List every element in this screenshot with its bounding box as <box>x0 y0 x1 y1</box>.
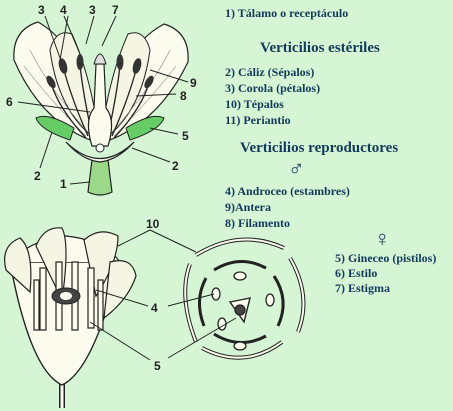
floral-diagram <box>183 237 306 360</box>
legend-gineceo: 5) Gineceo (pistilos) <box>335 251 437 265</box>
anthers <box>46 54 154 89</box>
legend-reproductores-title: Verticilios reproductores <box>240 140 399 156</box>
male-symbol-icon: ♂ <box>288 156 305 181</box>
legend-caliz: 2) Cáliz (Sépalos) <box>225 65 315 79</box>
label-4: 4 <box>60 3 67 17</box>
legend-antera: 9)Antera <box>225 200 271 214</box>
legend-androceo: 4) Androceo (estambres) <box>225 184 350 198</box>
label-3a: 3 <box>38 3 45 17</box>
legend-tepalos: 10) Tépalos <box>225 97 284 111</box>
label-3b: 3 <box>89 3 96 17</box>
legend-periantio: 11) Periantio <box>225 113 291 127</box>
flower-longitudinal-section: 3 4 3 7 9 6 8 5 2 2 1 <box>6 3 197 196</box>
label-5: 5 <box>182 129 189 143</box>
label-2a: 2 <box>34 169 41 183</box>
label-5-bottom: 5 <box>154 359 161 373</box>
label-2b: 2 <box>172 159 179 173</box>
legend-esteriles-title: Verticilios estériles <box>260 40 380 56</box>
sepal-right <box>125 115 165 141</box>
stigma <box>93 53 107 65</box>
label-6: 6 <box>6 95 13 109</box>
female-symbol-icon: ♀ <box>374 226 391 251</box>
receptacle <box>65 141 135 163</box>
ovule <box>95 143 105 153</box>
legend-estigma: 7) Estigma <box>335 281 390 295</box>
legend-talamo: 1) Tálamo o receptáculo <box>225 6 349 20</box>
flower-3d-section <box>4 227 137 408</box>
legend-estilo: 6) Estilo <box>335 266 378 280</box>
sepal-left <box>35 115 75 141</box>
label-10: 10 <box>146 217 160 231</box>
label-9: 9 <box>190 76 197 90</box>
label-7: 7 <box>112 3 119 17</box>
label-1: 1 <box>60 177 67 191</box>
legend-corola: 3) Corola (pétalos) <box>225 81 321 95</box>
tepal-1 <box>4 237 32 294</box>
stem <box>87 159 113 196</box>
tepal-4 <box>103 260 137 320</box>
label-4-bottom: 4 <box>151 301 158 315</box>
label-8: 8 <box>180 89 187 103</box>
legend-filamento: 8) Filamento <box>225 216 290 230</box>
